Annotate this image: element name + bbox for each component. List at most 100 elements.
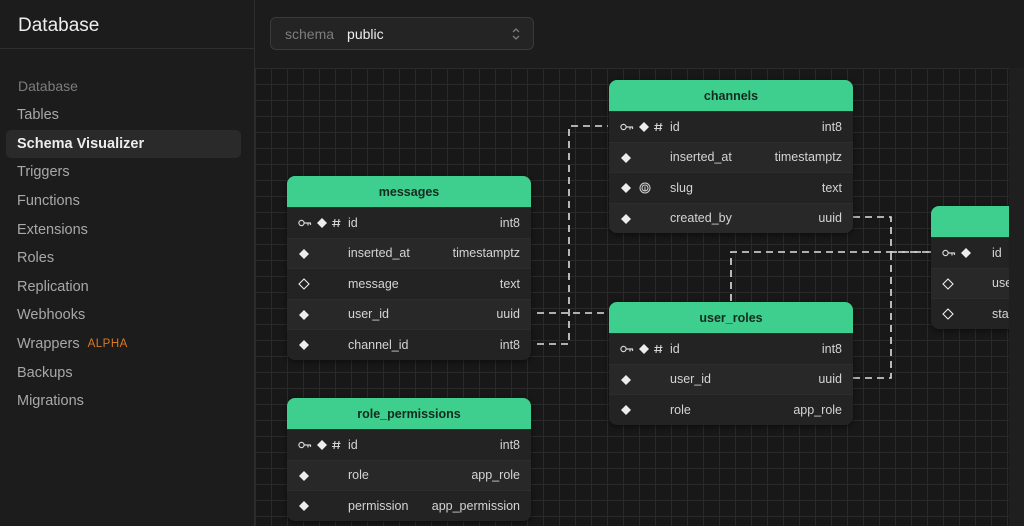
table-title: channels: [609, 80, 853, 111]
column-type: int8: [821, 119, 842, 134]
table-row[interactable]: role app_role: [609, 394, 853, 425]
column-type: uuid: [818, 372, 842, 387]
table-title: user_roles: [609, 302, 853, 333]
table-title: [931, 206, 1009, 237]
table-row[interactable]: id int8: [609, 333, 853, 364]
table-row[interactable]: id: [931, 237, 1009, 268]
column-name: use: [992, 276, 1009, 291]
sidebar-item-label: Triggers: [17, 164, 70, 181]
column-name: sta: [992, 306, 1009, 321]
table-card-channels[interactable]: channels id int8 inserted_at timestamptz: [609, 80, 853, 233]
sidebar-item-label: Backups: [17, 364, 73, 381]
relation-created-by-to-users: [853, 216, 931, 253]
column-name: id: [348, 437, 358, 452]
table-row[interactable]: message text: [287, 268, 531, 299]
table-row[interactable]: inserted_at timestamptz: [287, 237, 531, 268]
column-name: user_id: [348, 307, 389, 322]
table-row[interactable]: created_by uuid: [609, 202, 853, 233]
schema-select-value: public: [347, 25, 384, 42]
sidebar-section-label: Database: [18, 78, 78, 94]
column-type: int8: [499, 337, 520, 352]
column-type: app_role: [793, 402, 842, 417]
not-null-icon: [621, 374, 631, 385]
column-type: int8: [821, 341, 842, 356]
column-name: slug: [670, 180, 693, 195]
column-name: role: [670, 402, 691, 417]
not-null-icon: [621, 152, 631, 163]
sidebar-item-migrations[interactable]: Migrations: [6, 387, 241, 416]
sidebar-item-tables[interactable]: Tables: [6, 101, 241, 130]
column-type: int8: [499, 215, 520, 230]
nullable-icon: [298, 278, 310, 290]
sidebar-item-functions[interactable]: Functions: [6, 187, 241, 216]
sidebar-item-webhooks[interactable]: Webhooks: [6, 301, 241, 330]
primary-key-identity-icons: [620, 122, 663, 132]
column-name: user_id: [670, 372, 711, 387]
table-row[interactable]: id int8: [609, 111, 853, 142]
table-row[interactable]: id int8: [287, 207, 531, 238]
column-type: uuid: [818, 211, 842, 226]
not-null-icon: [621, 405, 631, 415]
table-card-users[interactable]: id use sta: [931, 206, 1009, 329]
relation-user-roles-to-users: [730, 251, 931, 301]
relation-user-roles-user-id-to-users: [853, 252, 892, 379]
sidebar-item-extensions[interactable]: Extensions: [6, 215, 241, 244]
vertical-scrollbar[interactable]: [1009, 68, 1024, 526]
table-card-user-roles[interactable]: user_roles id int8 user_id uuid role: [609, 302, 853, 425]
column-name: permission: [348, 498, 409, 513]
table-row[interactable]: use: [931, 267, 1009, 298]
column-type: text: [499, 276, 520, 291]
column-name: role: [348, 468, 369, 483]
table-row[interactable]: user_id uuid: [287, 298, 531, 329]
table-row[interactable]: user_id uuid: [609, 363, 853, 394]
not-null-icon: [299, 248, 309, 259]
schema-select[interactable]: schema public: [270, 17, 534, 50]
column-name: id: [670, 341, 680, 356]
sidebar-item-label: Wrappers: [17, 336, 80, 353]
sidebar-item-roles[interactable]: Roles: [6, 244, 241, 273]
primary-key-identity-icons: [298, 218, 341, 228]
alpha-badge: ALPHA: [87, 338, 128, 351]
column-name: id: [348, 215, 358, 230]
relation-channel-id-to-channels: [537, 125, 608, 345]
primary-key-icons: [942, 248, 971, 258]
sidebar-title: Database: [0, 0, 254, 49]
sidebar: Database Database Tables Schema Visualiz…: [0, 0, 255, 526]
column-name: inserted_at: [348, 246, 410, 261]
column-type: uuid: [496, 307, 520, 322]
sidebar-item-triggers[interactable]: Triggers: [6, 158, 241, 187]
table-card-role-permissions[interactable]: role_permissions id int8 role app_role p…: [287, 398, 531, 521]
chevron-up-down-icon: [512, 28, 520, 40]
schema-canvas[interactable]: messages id int8 inserted_at timestamptz…: [255, 68, 1009, 526]
table-row[interactable]: permission app_permission: [287, 490, 531, 521]
sidebar-item-label: Tables: [17, 107, 59, 124]
not-null-icon: [299, 470, 309, 481]
sidebar-item-label: Schema Visualizer: [17, 135, 145, 152]
sidebar-item-backups[interactable]: Backups: [6, 358, 241, 387]
column-name: inserted_at: [670, 150, 732, 165]
table-row[interactable]: sta: [931, 298, 1009, 329]
primary-key-identity-icons: [298, 440, 341, 450]
table-row[interactable]: id int8: [287, 429, 531, 460]
not-null-icon: [299, 501, 309, 511]
column-name: channel_id: [348, 337, 409, 352]
sidebar-item-schema-visualizer[interactable]: Schema Visualizer: [6, 129, 241, 159]
table-title: role_permissions: [287, 398, 531, 429]
table-row[interactable]: inserted_at timestamptz: [609, 141, 853, 172]
table-card-messages[interactable]: messages id int8 inserted_at timestamptz…: [287, 176, 531, 360]
column-name: id: [992, 245, 1002, 260]
table-row[interactable]: channel_id int8: [287, 329, 531, 360]
column-name: id: [670, 119, 680, 134]
table-row[interactable]: slug text: [609, 172, 853, 203]
main-panel: schema public messa: [255, 0, 1024, 526]
unique-fingerprint-icon: [621, 182, 651, 194]
table-title: messages: [287, 176, 531, 207]
sidebar-item-wrappers[interactable]: Wrappers ALPHA: [6, 330, 241, 359]
not-null-icon: [299, 340, 309, 350]
column-type: timestamptz: [452, 246, 520, 261]
table-row[interactable]: role app_role: [287, 459, 531, 490]
column-type: text: [821, 180, 842, 195]
column-type: int8: [499, 437, 520, 452]
column-name: message: [348, 276, 399, 291]
sidebar-item-replication[interactable]: Replication: [6, 273, 241, 302]
